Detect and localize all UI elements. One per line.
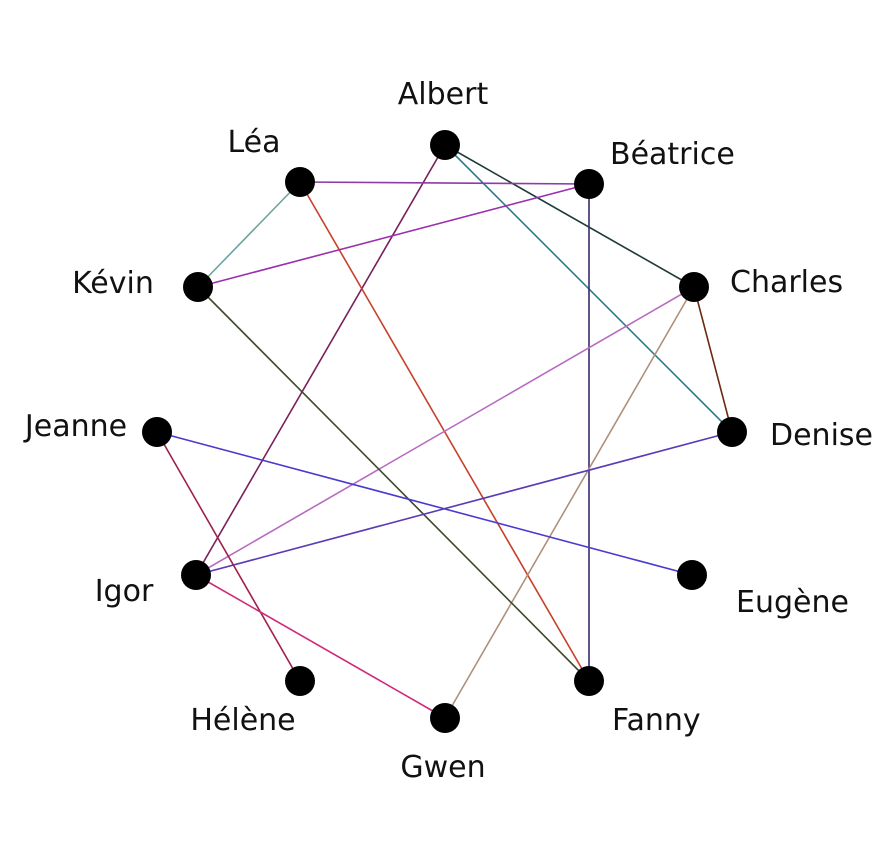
- node-label-lea: Léa: [227, 125, 280, 160]
- node-denise: [717, 417, 747, 447]
- node-label-gwen: Gwen: [400, 750, 485, 785]
- edge-charles-gwen: [444, 286, 695, 719]
- edge-kevin-fanny: [197, 286, 590, 682]
- edges-layer: [156, 144, 733, 719]
- node-gwen: [430, 703, 460, 733]
- node-charles: [679, 272, 709, 302]
- edge-jeanne-helene: [156, 431, 301, 682]
- node-label-jeanne: Jeanne: [23, 409, 127, 444]
- node-label-helene: Hélène: [190, 703, 295, 738]
- edge-jeanne-eugene: [156, 431, 693, 576]
- node-label-fanny: Fanny: [612, 703, 701, 738]
- nodes-layer: [142, 130, 747, 733]
- node-eugene: [677, 560, 707, 590]
- edge-denise-igor: [195, 431, 733, 576]
- node-kevin: [183, 272, 213, 302]
- edge-igor-gwen: [195, 574, 446, 719]
- node-igor: [181, 560, 211, 590]
- edge-lea-beatrice: [299, 181, 590, 185]
- node-label-albert: Albert: [398, 77, 489, 112]
- node-albert: [430, 130, 460, 160]
- node-fanny: [574, 666, 604, 696]
- node-lea: [285, 167, 315, 197]
- edge-beatrice-kevin: [197, 183, 590, 288]
- edge-charles-igor: [195, 286, 695, 576]
- node-label-kevin: Kévin: [72, 266, 154, 301]
- edge-albert-igor: [195, 144, 446, 576]
- node-label-denise: Denise: [770, 418, 873, 453]
- node-helene: [285, 666, 315, 696]
- node-label-eugene: Eugène: [736, 585, 849, 620]
- edge-charles-denise: [693, 286, 733, 433]
- node-label-beatrice: Béatrice: [610, 137, 735, 172]
- node-label-charles: Charles: [730, 265, 843, 300]
- node-label-igor: Igor: [95, 574, 154, 609]
- edge-lea-kevin: [197, 181, 301, 288]
- node-beatrice: [574, 169, 604, 199]
- node-jeanne: [142, 417, 172, 447]
- labels-layer: AlbertBéatriceCharlesDeniseEugèneFannyGw…: [23, 77, 873, 785]
- edge-albert-charles: [444, 144, 695, 288]
